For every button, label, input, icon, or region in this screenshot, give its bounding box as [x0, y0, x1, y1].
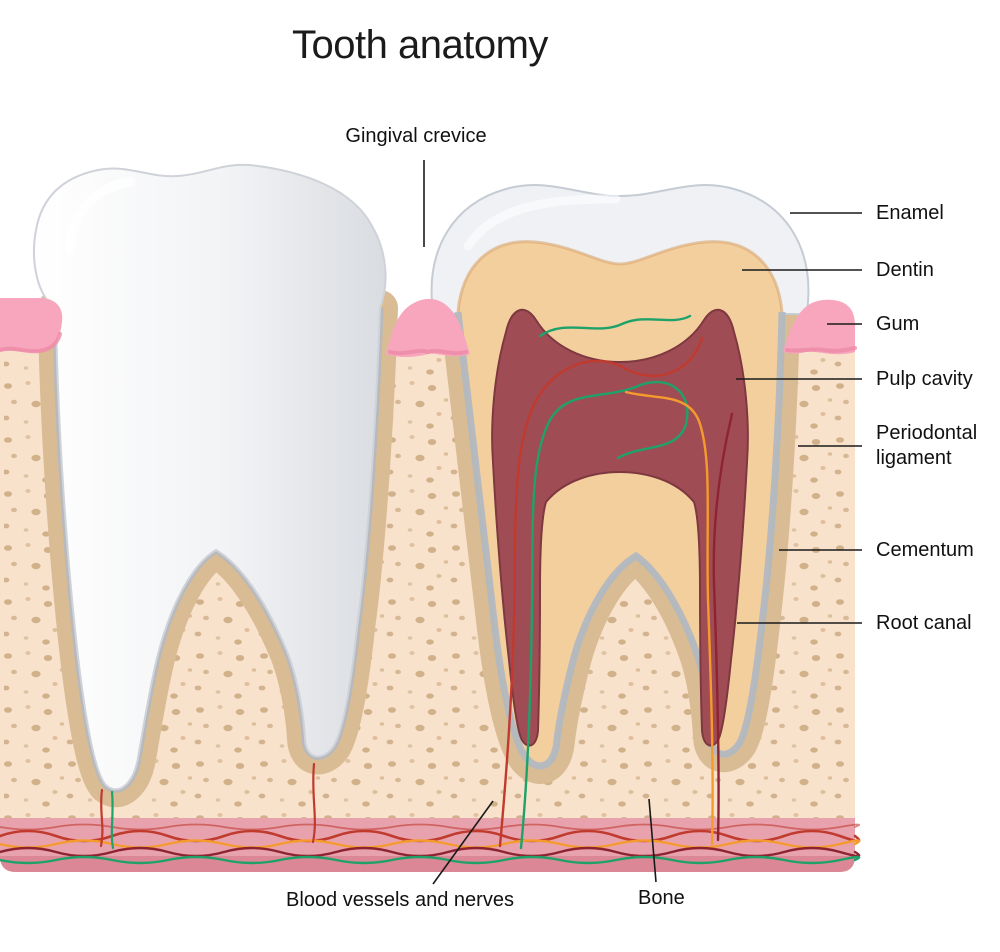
gum-left	[0, 298, 63, 353]
cementum-line	[454, 311, 786, 770]
gum-shade-left	[0, 332, 62, 354]
gum-tissue	[0, 298, 857, 357]
gum-middle	[386, 298, 470, 357]
gum-shade-lines	[0, 332, 857, 356]
pulp-cavity-shape	[491, 308, 749, 747]
band-vessel-orange	[0, 839, 861, 849]
label-blood-vessels-nerves: Blood vessels and nerves	[286, 889, 514, 911]
pulp-vessel-orange	[624, 390, 714, 846]
label-enamel: Enamel	[876, 202, 944, 224]
label-gingival-crevice: Gingival crevice	[345, 125, 487, 147]
enamel-highlight	[463, 194, 621, 251]
label-pulp-cavity: Pulp cavity	[876, 368, 973, 390]
band-vessel-green	[0, 855, 861, 865]
dentin-enamel-junction	[456, 240, 784, 313]
left-tooth-highlight	[65, 177, 135, 255]
band-vessel-dark-red	[0, 846, 861, 858]
band-vessel-thin-red	[0, 823, 860, 831]
vessel-band-deep	[0, 856, 855, 872]
label-bone: Bone	[638, 887, 685, 909]
pulp-vessel-green-top	[538, 314, 692, 338]
root-tip-vessels	[99, 762, 316, 850]
pulp-vessel-red-right	[712, 412, 734, 842]
tip-vessel-red-2	[311, 762, 316, 844]
right-tooth-section	[430, 184, 810, 850]
tip-vessel-green-1	[110, 790, 115, 850]
label-cementum: Cementum	[876, 539, 974, 561]
pulp-vessel-green-left	[519, 380, 689, 850]
gum-shade-middle	[388, 348, 468, 356]
pulp-vessel-red-left	[498, 336, 704, 848]
pulp-vessels	[498, 314, 734, 850]
tip-vessel-red-1	[99, 788, 104, 848]
vessel-band	[0, 818, 861, 872]
leader-bone	[648, 798, 657, 883]
label-periodontal-ligament: Periodontal ligament	[876, 422, 978, 469]
label-gum: Gum	[876, 313, 920, 335]
label-dentin: Dentin	[876, 259, 934, 281]
left-tooth	[33, 163, 398, 808]
leader-lines	[423, 160, 862, 885]
page-title: Tooth anatomy	[292, 23, 548, 67]
gum-right	[783, 299, 855, 355]
left-tooth-body	[33, 163, 387, 791]
label-root-canal: Root canal	[876, 612, 972, 634]
gum-shade-right	[785, 346, 857, 353]
band-vessels	[0, 823, 861, 865]
leader-blood-vessels	[432, 800, 494, 885]
